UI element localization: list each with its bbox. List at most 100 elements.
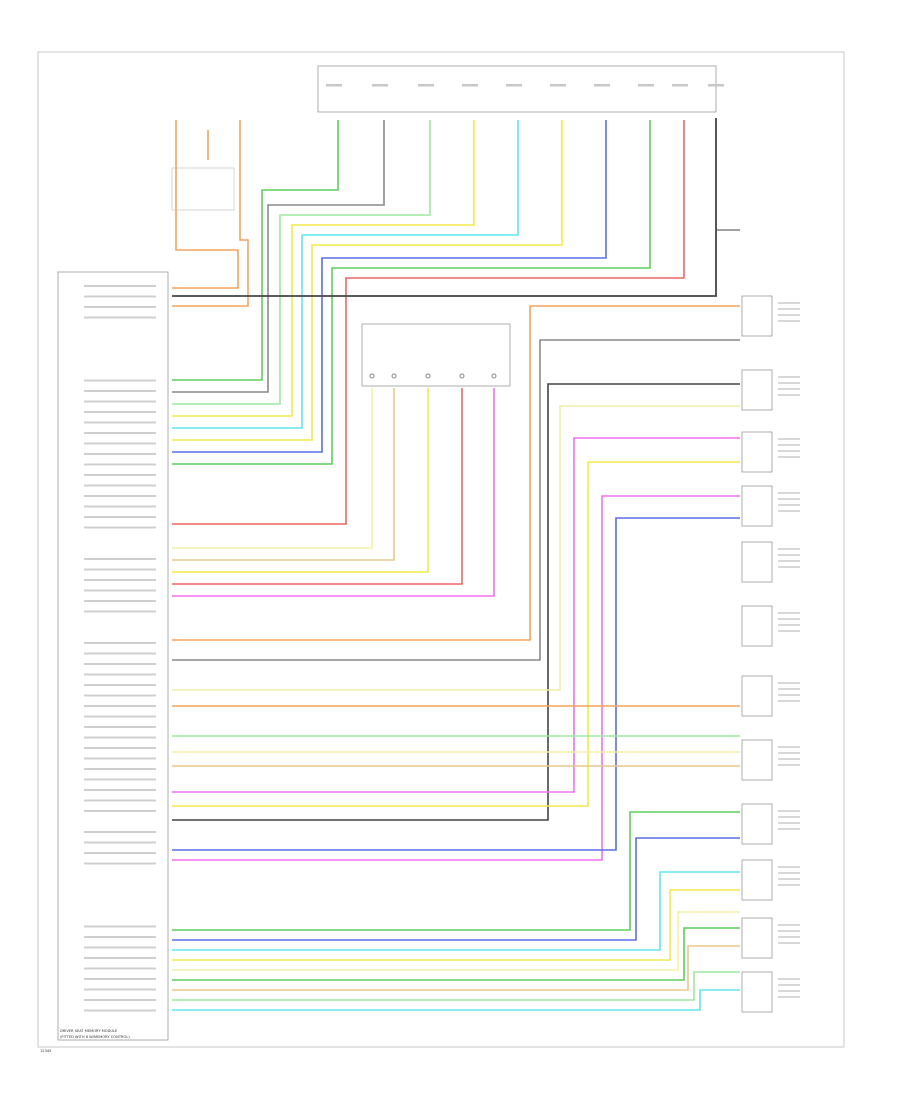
wire-top-2 [172,120,431,405]
component-caption-mark [778,884,800,886]
wire-top-6 [172,120,607,453]
module-pin-label [84,778,156,781]
component-caption-mark [778,924,800,926]
component-caption-mark [778,746,800,748]
component-caption-mark [778,504,800,506]
component-caption-mark [778,984,800,986]
component-caption-mark [778,866,800,868]
switch-contact [425,373,431,379]
module-pin-label [84,568,156,571]
module-pin-label [84,862,156,865]
module-pin-label [84,946,156,949]
module-pin-label [84,495,156,497]
connector-pin-label [672,84,688,87]
module-pin-label [84,474,156,476]
right-component-box [741,917,773,959]
connector-pin-label [372,84,388,87]
module-pin-label [84,726,156,728]
wire-top-5 [172,120,563,441]
wire-right-6 [172,495,740,861]
module-pin-label [84,390,156,392]
module-pin-label [84,1009,156,1012]
module-pin-label [84,967,156,970]
module-pin-label [84,285,156,287]
component-caption-mark [778,630,800,632]
module-pin-label [84,757,156,760]
component-caption-mark [778,618,800,620]
wire-ground-main [172,118,717,297]
connector-pin-label [418,84,434,87]
component-caption-mark [778,394,800,396]
wire-bottom-3 [172,889,740,961]
right-component-box [741,485,773,527]
footer-subtitle: (FITTED WITH 8 W/MEMORY CONTROL) [60,1035,130,1039]
component-caption-mark [778,456,800,458]
wire-bottom-0 [172,811,740,931]
wire-switch-3 [172,388,463,585]
module-pin-label [84,957,156,959]
module-pin-label [84,673,156,676]
module-pin-label [84,306,156,308]
module-pin-label [84,600,156,602]
module-pin-label [84,411,156,413]
component-caption-mark [778,816,800,818]
component-caption-mark [778,444,800,446]
component-caption-mark [778,376,800,378]
wire-bottom-8 [172,989,740,1011]
component-caption-mark [778,978,800,980]
module-pin-label [84,400,156,403]
right-component-box [741,431,773,473]
right-component-box [741,675,773,717]
wire-top-4 [172,120,519,429]
wire-right-3 [172,405,740,691]
component-caption-mark [778,510,800,512]
module-pin-label [84,936,156,938]
component-caption-mark [778,942,800,944]
module-pin-label [84,988,156,991]
wire-top-3 [172,120,475,417]
module-pin-label [84,925,156,928]
module-pin-label [84,589,156,592]
switch-contact [491,373,497,379]
wire-bottom-4 [172,911,740,971]
component-caption-mark [778,624,800,626]
component-caption-mark [778,752,800,754]
right-component-box [741,859,773,901]
module-pin-label [84,432,156,434]
component-caption-mark [778,450,800,452]
component-caption-mark [778,566,800,568]
component-caption-mark [778,560,800,562]
module-pin-label [84,379,156,382]
component-caption-mark [778,822,800,824]
wire-right-0 [172,305,740,641]
footer-code: 12345 [40,1049,51,1053]
component-caption-mark [778,498,800,500]
component-caption-mark [778,872,800,874]
module-pin-label [84,810,156,812]
component-caption-mark [778,878,800,880]
wire-batt-2 [172,120,249,307]
module-pin-label [84,852,156,854]
right-component-box [741,295,773,337]
right-component-box [741,541,773,583]
wire-top-1 [172,120,385,393]
switch-contact [369,373,375,379]
module-pin-label [84,505,156,508]
connector-pin-label [638,84,654,87]
wire-bottom-1 [172,837,740,941]
right-component-box [741,803,773,845]
wire-right-1 [172,339,740,661]
component-caption-mark [778,308,800,310]
connector-pin-label [594,84,610,87]
module-pin-label [84,442,156,445]
wire-top-7 [172,120,651,465]
outer-frame [37,51,845,1048]
wire-switch-1 [172,388,395,561]
component-caption-mark [778,810,800,812]
right-component-box [741,739,773,781]
component-caption-mark [778,548,800,550]
switch-contact [459,373,465,379]
right-component-box [741,369,773,411]
component-caption-mark [778,996,800,998]
